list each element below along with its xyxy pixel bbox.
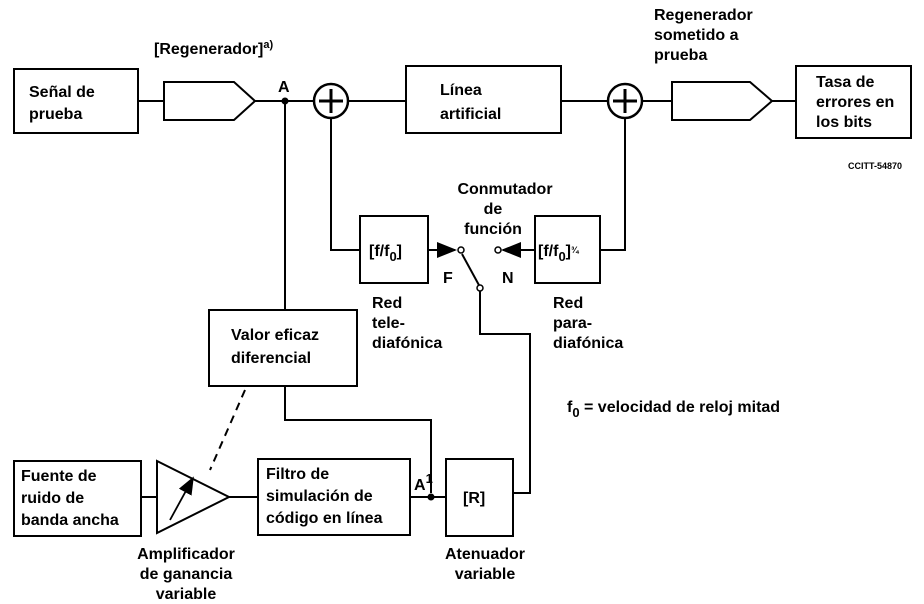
- box-senal-de-prueba: Señal de prueba: [13, 68, 139, 134]
- tasa-line-1: Tasa de: [816, 74, 875, 91]
- label-point-f: F: [443, 270, 453, 287]
- label-atenuador-var-2: variable: [455, 566, 516, 583]
- label-atenuador-var-1: Atenuador: [445, 546, 525, 563]
- switch-contact-f: [457, 246, 465, 254]
- box-filtro-simulacion: Filtro de simulación de código en línea: [257, 458, 411, 536]
- summing-junction-2: [606, 82, 644, 120]
- label-point-a1: A: [414, 477, 426, 494]
- filtro-line-3: código en línea: [266, 510, 383, 527]
- label-regenerador-a: [Regenerador]: [154, 41, 263, 58]
- atenuador-symbol: [R]: [463, 490, 485, 507]
- senal-line-2: prueba: [29, 106, 82, 123]
- fuente-line-1: Fuente de: [21, 468, 97, 485]
- svg-text:[f/f0]¾: [f/f0]¾: [538, 243, 580, 264]
- dashed-control-link: [209, 389, 246, 471]
- valor-line-2: diferencial: [231, 350, 311, 367]
- para-formula: [f/f: [538, 243, 559, 260]
- label-red-tele-3: diafónica: [372, 335, 442, 352]
- filtro-line-2: simulación de: [266, 488, 373, 505]
- linea-line-1: Línea: [440, 82, 482, 99]
- regenerador-prueba: [671, 81, 774, 121]
- label-regenerador-a-sup: a): [263, 39, 273, 51]
- tasa-line-3: los bits: [816, 114, 872, 131]
- box-tasa-errores: Tasa de errores en los bits: [795, 65, 912, 139]
- para-formula-sup: ¾: [571, 245, 580, 255]
- point-a-dot: [281, 97, 289, 105]
- switch-pivot: [476, 284, 484, 292]
- tele-formula: [f/f: [369, 243, 390, 260]
- formula-f: f: [567, 399, 573, 416]
- fuente-line-3: banda ancha: [21, 512, 119, 529]
- box-atenuador: [R]: [445, 458, 514, 537]
- wires: [138, 100, 796, 498]
- amplificador-ganancia-variable: [156, 459, 232, 535]
- wire-valor-a1: [284, 386, 432, 493]
- label-point-n: N: [502, 270, 514, 287]
- reference-code: CCITT-54870: [848, 161, 902, 171]
- svg-text:A1: A1: [414, 471, 433, 494]
- label-point-a: A: [278, 79, 290, 96]
- fuente-line-2: ruido de: [21, 490, 84, 507]
- label-red-para-2: para-: [553, 315, 592, 332]
- label-amplificador-1: Amplificador: [137, 546, 235, 563]
- label-regen-prueba-1: Regenerador: [654, 7, 753, 24]
- label-regen-prueba-3: prueba: [654, 47, 707, 64]
- svg-text:[f/f0]: [f/f0]: [369, 243, 402, 264]
- wire-sum1-tele: [330, 119, 360, 251]
- label-conmutador-3: función: [464, 221, 522, 238]
- summing-junction-1: [312, 82, 350, 120]
- label-conmutador-2: de: [484, 201, 503, 218]
- switch-contact-n: [494, 246, 502, 254]
- box-red-telediafonica: [f/f0]: [359, 215, 429, 284]
- senal-line-1: Señal de: [29, 84, 95, 101]
- label-amplificador-3: variable: [156, 586, 217, 603]
- label-amplificador-2: de ganancia: [140, 566, 233, 583]
- para-formula-sub: 0: [558, 249, 565, 264]
- label-red-para-1: Red: [553, 295, 583, 312]
- formula-rest: = velocidad de reloj mitad: [580, 399, 781, 416]
- box-fuente-ruido: Fuente de ruido de banda ancha: [13, 460, 142, 537]
- tele-formula-sub: 0: [389, 249, 396, 264]
- box-linea-artificial: Línea artificial: [405, 65, 562, 134]
- wire-switch-atenuador: [479, 290, 531, 494]
- switch-blade: [461, 253, 481, 288]
- formula-sub: 0: [572, 405, 579, 420]
- valor-line-1: Valor eficaz: [231, 327, 319, 344]
- wire-sum2-para: [600, 119, 626, 251]
- box-red-paradiafonica: [f/f0]¾: [534, 215, 601, 284]
- box-valor-eficaz: Valor eficaz diferencial: [208, 309, 358, 387]
- point-a1-dot: [427, 493, 435, 501]
- label-regen-prueba-2: sometido a: [654, 27, 739, 44]
- linea-line-2: artificial: [440, 106, 501, 123]
- label-red-para-3: diafónica: [553, 335, 623, 352]
- label-red-tele-2: tele-: [372, 315, 405, 332]
- regenerador-a: [163, 81, 257, 121]
- tasa-line-2: errores en: [816, 94, 894, 111]
- label-point-a1-sup: 1: [426, 471, 433, 486]
- svg-text:[Regenerador]a): [Regenerador]a): [154, 39, 273, 58]
- filtro-line-1: Filtro de: [266, 466, 329, 483]
- label-red-tele-1: Red: [372, 295, 402, 312]
- label-conmutador-1: Conmutador: [457, 181, 552, 198]
- svg-text:f0 = velocidad de reloj mitad: f0 = velocidad de reloj mitad: [567, 399, 780, 420]
